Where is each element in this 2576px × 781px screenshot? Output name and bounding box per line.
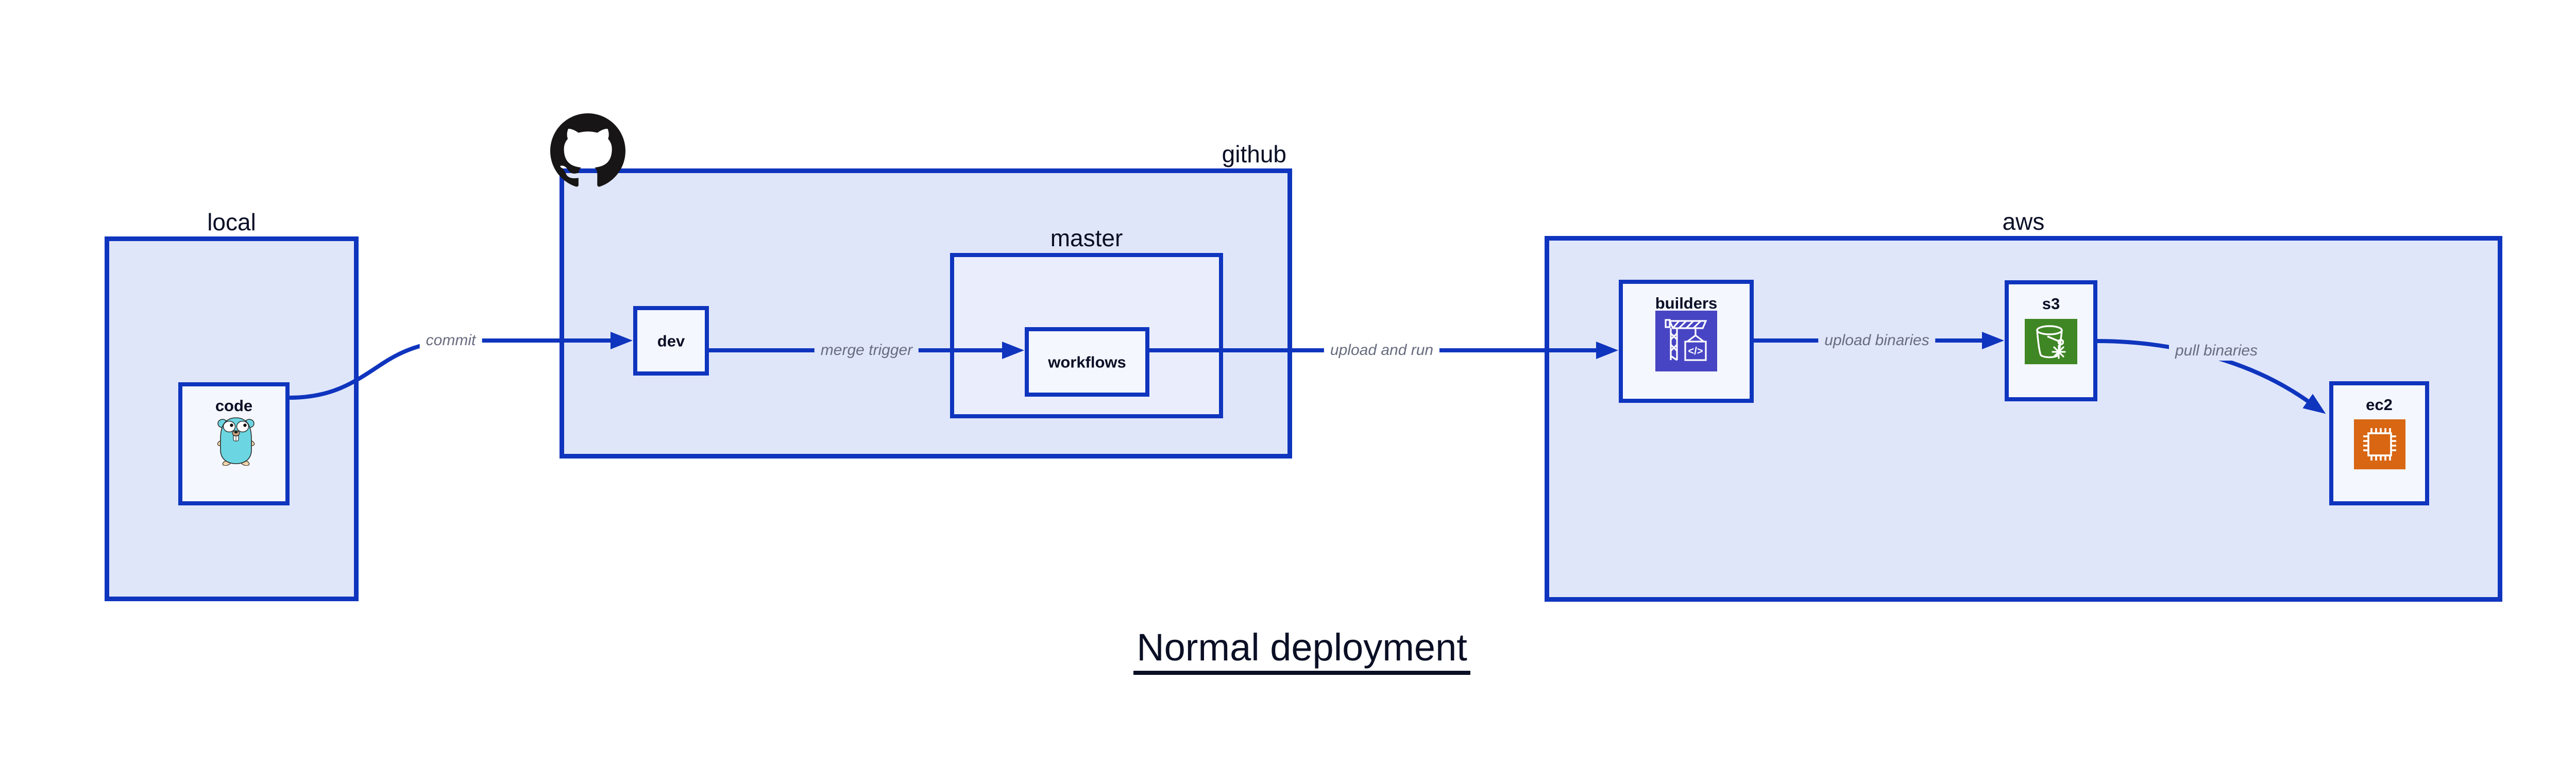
node-code-label: code xyxy=(215,397,253,415)
node-s3-label: s3 xyxy=(2042,295,2060,313)
node-ec2: ec2 xyxy=(2329,381,2429,505)
edge-upload-binaries-label: upload binaries xyxy=(1818,331,1936,350)
container-aws-label: aws xyxy=(2002,208,2045,235)
node-workflows: workflows xyxy=(1025,327,1149,397)
edge-merge-trigger-label: merge trigger xyxy=(814,341,919,360)
node-builders-label: builders xyxy=(1655,294,1718,312)
node-workflows-label: workflows xyxy=(1048,353,1126,371)
node-s3: s3 xyxy=(2005,280,2097,401)
edge-pull-binaries-label: pull binaries xyxy=(2168,341,2264,361)
edge-upload-and-run-label: upload and run xyxy=(1324,341,1440,360)
node-builders: builders </> xyxy=(1619,280,1754,403)
aws-s3-bucket-icon xyxy=(2025,319,2077,364)
svg-text:</>: </> xyxy=(1688,346,1703,357)
container-local-label: local xyxy=(207,209,256,236)
go-gopher-icon xyxy=(217,417,255,466)
github-octocat-icon xyxy=(550,113,625,187)
node-dev: dev xyxy=(633,306,709,376)
container-github-label: github xyxy=(1222,141,1286,168)
aws-ec2-chip-icon xyxy=(2354,419,2405,469)
node-ec2-label: ec2 xyxy=(2366,396,2393,414)
edge-commit-label: commit xyxy=(419,331,482,350)
page-title-text: Normal deployment xyxy=(1133,627,1470,675)
page-title: Normal deployment xyxy=(0,627,2576,675)
node-dev-label: dev xyxy=(657,332,685,350)
node-code: code xyxy=(178,382,290,505)
container-master-label: master xyxy=(1050,225,1123,252)
aws-codebuild-icon: </> xyxy=(1655,311,1717,371)
